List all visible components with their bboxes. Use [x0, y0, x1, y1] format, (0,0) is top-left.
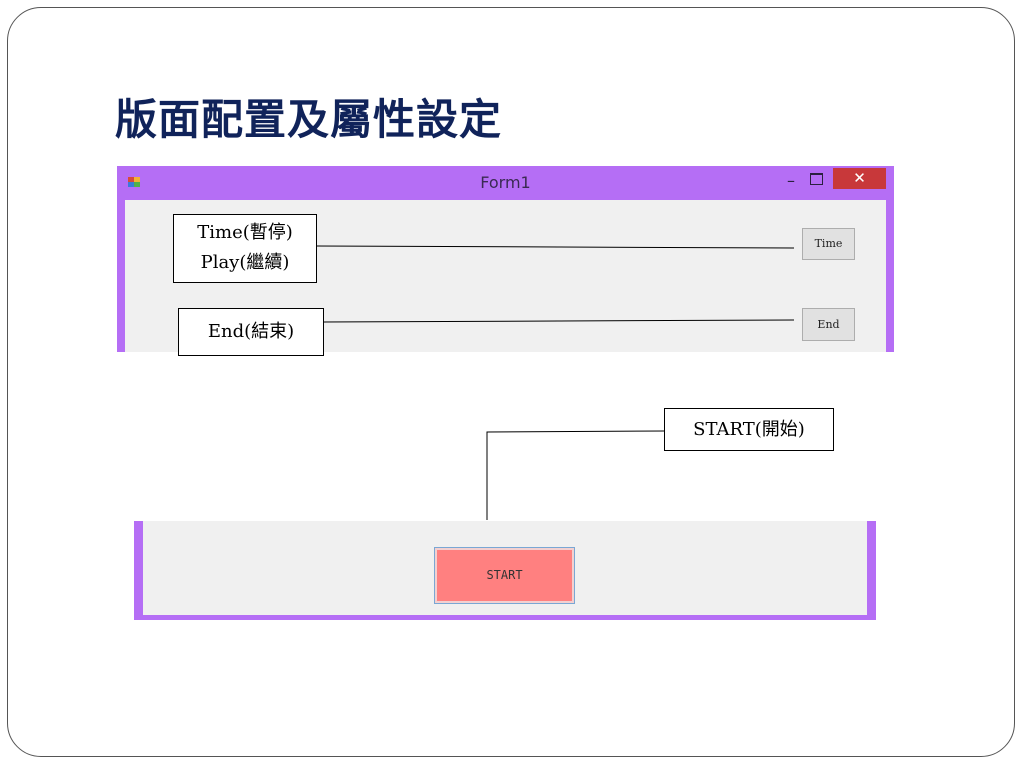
play-callout-text: Play(繼續)	[200, 252, 290, 273]
window-titlebar[interactable]: Form1 – ✕	[117, 166, 894, 200]
time-callout-text: Time(暫停)	[197, 222, 293, 243]
end-callout: End(結束)	[178, 308, 324, 356]
start-connector-line	[486, 430, 666, 520]
app-icon	[128, 177, 141, 188]
window-title: Form1	[480, 173, 531, 192]
end-button[interactable]: End	[802, 308, 855, 341]
form-client-area-bottom: START	[143, 521, 867, 615]
end-connector-line	[321, 319, 795, 323]
close-button[interactable]: ✕	[833, 168, 886, 189]
slide-title: 版面配置及屬性設定	[115, 95, 503, 144]
slide-frame	[7, 7, 1015, 757]
start-callout: START(開始)	[664, 408, 834, 451]
time-play-callout: Time(暫停) Play(繼續)	[173, 214, 317, 283]
form-window-bottom: START	[134, 521, 876, 620]
time-connector-line	[315, 245, 795, 249]
minimize-button[interactable]: –	[787, 171, 795, 190]
start-button[interactable]: START	[434, 547, 575, 604]
maximize-button[interactable]	[810, 173, 823, 185]
time-button[interactable]: Time	[802, 228, 855, 260]
start-callout-text: START(開始)	[693, 419, 805, 440]
end-callout-text: End(結束)	[207, 321, 295, 342]
